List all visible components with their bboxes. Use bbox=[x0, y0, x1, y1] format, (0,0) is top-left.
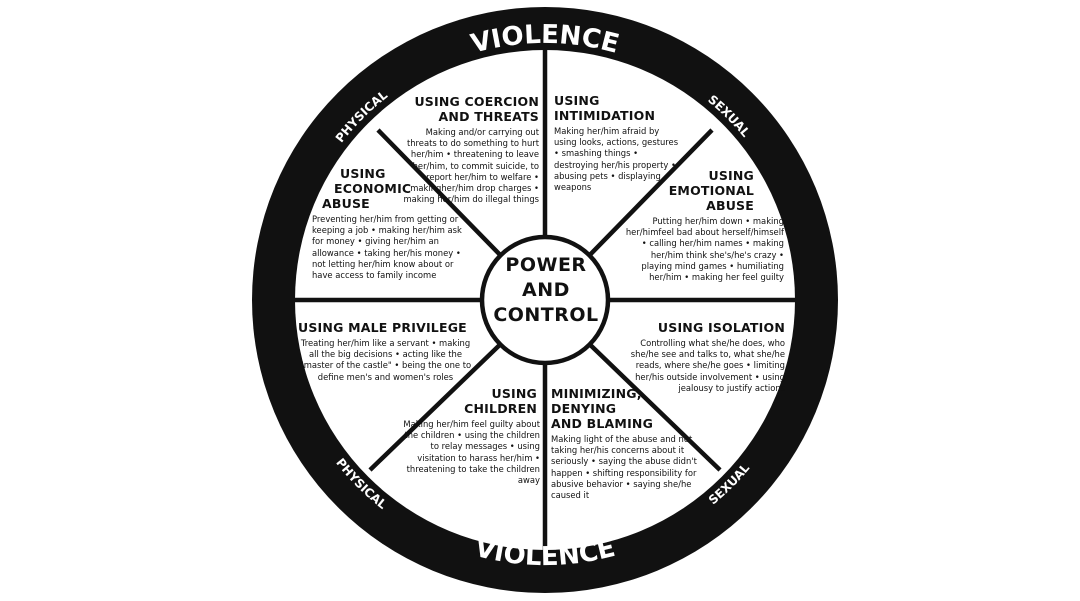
segment-economic-title-3: ABUSE bbox=[322, 196, 370, 211]
segment-minimizing-title-2: DENYING bbox=[551, 401, 617, 416]
spokes bbox=[295, 50, 795, 550]
hub-line-2: AND bbox=[522, 279, 570, 301]
segment-intimidation-title-2: INTIMIDATION bbox=[554, 108, 656, 123]
segment-minimizing-title-1: MINIMIZING, bbox=[551, 386, 642, 401]
spoke-up-left bbox=[376, 128, 512, 267]
hub-label: POWER AND CONTROL bbox=[482, 253, 610, 328]
segment-coercion-body: Making and/or carrying out threats to do… bbox=[403, 127, 539, 205]
segment-minimizing-title-3: AND BLAMING bbox=[551, 416, 654, 431]
segment-coercion: USING COERCION AND THREATS Making and/or… bbox=[392, 94, 539, 205]
hub-line-1: POWER bbox=[505, 254, 587, 276]
spoke-down-right bbox=[578, 333, 722, 472]
spoke-up-right bbox=[578, 128, 714, 267]
segment-isolation-title-1: USING ISOLATION bbox=[657, 320, 785, 335]
segment-coercion-title-2: AND THREATS bbox=[438, 109, 539, 124]
segment-economic-body: Preventing her/him from getting or keepi… bbox=[312, 214, 462, 281]
segment-emotional: USING EMOTIONAL ABUSE Putting her/him do… bbox=[616, 168, 784, 283]
segment-emotional-title-3: ABUSE bbox=[706, 198, 754, 213]
segment-economic-title-2: ECONOMIC bbox=[334, 181, 412, 196]
hub-line-3: CONTROL bbox=[493, 304, 599, 326]
segment-intimidation-title-1: USING bbox=[554, 93, 600, 108]
segment-isolation: USING ISOLATION Controlling what she/he … bbox=[610, 320, 785, 394]
segment-privilege: USING MALE PRIVILEGE Treating her/him li… bbox=[298, 320, 473, 383]
segment-children-title-2: CHILDREN bbox=[464, 401, 537, 416]
segment-minimizing: MINIMIZING, DENYING AND BLAMING Making l… bbox=[551, 386, 701, 501]
segment-emotional-title-2: EMOTIONAL bbox=[668, 183, 754, 198]
spoke-down-left bbox=[368, 333, 512, 472]
segment-children-title-1: USING bbox=[491, 386, 537, 401]
segment-children: USING CHILDREN Making her/him feel guilt… bbox=[395, 386, 540, 486]
segment-privilege-body: Treating her/him like a servant • making… bbox=[299, 338, 472, 382]
segment-isolation-body: Controlling what she/he does, who she/he… bbox=[630, 338, 785, 393]
segment-privilege-title-1: USING MALE PRIVILEGE bbox=[298, 320, 467, 335]
segment-minimizing-body: Making light of the abuse and not taking… bbox=[551, 434, 697, 501]
segment-economic-title-1: USING bbox=[340, 166, 386, 181]
hub-circle bbox=[479, 234, 611, 366]
segment-intimidation: USING INTIMIDATION Making her/him afraid… bbox=[554, 93, 690, 193]
segment-coercion-title-1: USING COERCION bbox=[414, 94, 539, 109]
segment-children-body: Making her/him feel guilty about the chi… bbox=[403, 419, 540, 486]
segment-emotional-body: Putting her/him down • making her/himfee… bbox=[625, 216, 784, 283]
segment-emotional-title-1: USING bbox=[708, 168, 754, 183]
segment-economic: USING ECONOMIC ABUSE Preventing her/him … bbox=[312, 166, 472, 281]
segment-intimidation-body: Making her/him afraid by using looks, ac… bbox=[554, 126, 679, 193]
